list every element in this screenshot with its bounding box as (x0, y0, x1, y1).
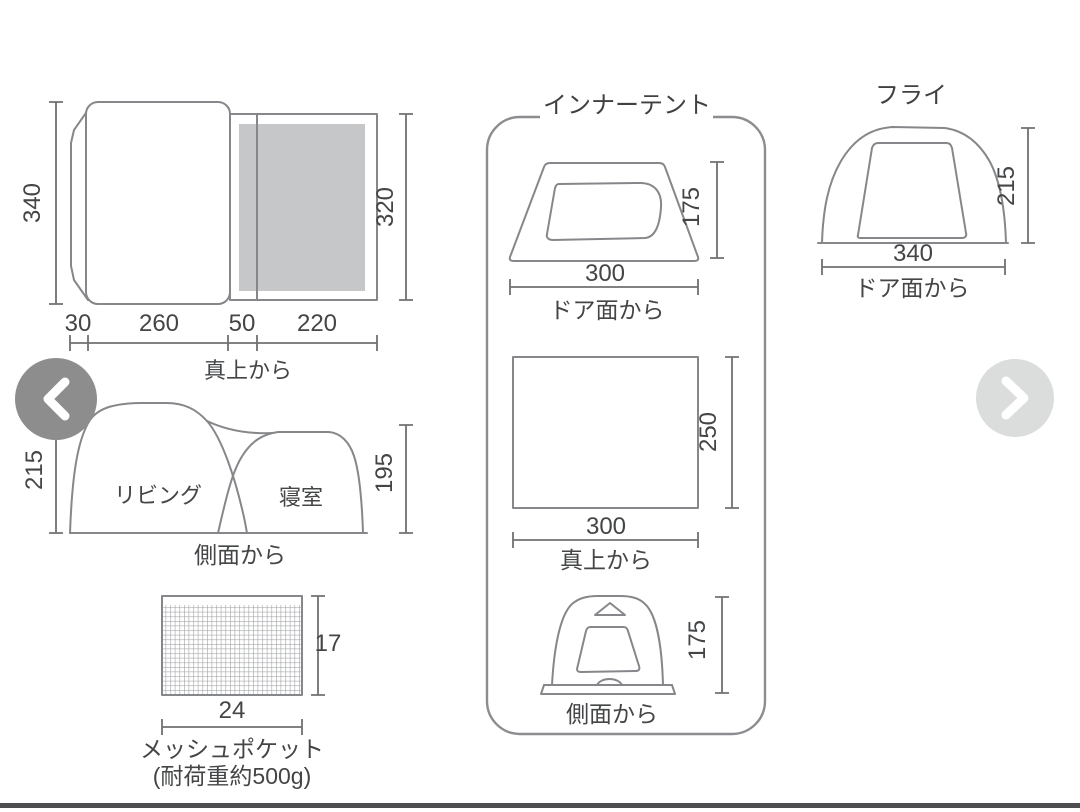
side-bedroom-dome (217, 431, 364, 534)
dim-line-bottom-widths (69, 335, 378, 351)
floorplan-left-flap (70, 109, 89, 301)
dim-label-340: 340 (19, 183, 46, 223)
top-view-label: 真上から (560, 547, 652, 573)
dim-line-250 (725, 356, 739, 509)
tent-side-view: リビング 寝室 215 195 側面から (21, 402, 413, 568)
side-ridge-line (206, 420, 274, 435)
dim-line-195 (399, 424, 413, 534)
fly-title: フライ (875, 82, 947, 109)
floorplan-living-area (85, 101, 231, 305)
floorplan-bedroom-fill (239, 124, 365, 291)
prev-image-button[interactable] (15, 358, 97, 440)
dim-label-320: 320 (372, 187, 399, 227)
floorplan-view-label: 真上から (204, 358, 292, 383)
dim-line-320 (399, 113, 413, 301)
dim-label-door-300: 300 (585, 260, 625, 287)
fly-view-label: ドア面から (855, 275, 970, 301)
fly-dome (821, 126, 1007, 244)
door-view-outline (508, 162, 700, 262)
top-view-outline (512, 356, 699, 509)
dim-label-195: 195 (371, 453, 398, 493)
mesh-pocket-grid (163, 605, 301, 694)
fly-door (856, 142, 968, 239)
dim-label-50: 50 (229, 310, 256, 337)
chevron-right-icon (1001, 376, 1029, 420)
carousel-nav (15, 358, 1054, 440)
dim-label-side-175: 175 (684, 620, 711, 660)
inner-tent-top-view: 250 300 真上から (512, 356, 739, 573)
dim-label-30: 30 (65, 310, 92, 337)
dim-line-fly-215 (1021, 127, 1035, 244)
dim-line-24 (161, 719, 303, 735)
dim-label-215: 215 (21, 450, 48, 490)
dim-line-side-175 (715, 596, 729, 694)
dim-label-top-300: 300 (586, 513, 626, 540)
chevron-left-icon (43, 377, 70, 421)
next-button-circle[interactable] (976, 359, 1054, 437)
dim-label-fly-215: 215 (993, 166, 1020, 206)
dim-label-250: 250 (695, 412, 722, 452)
dim-label-17: 17 (315, 630, 342, 657)
dim-label-door-175: 175 (678, 187, 705, 227)
floorplan-top-view: 340 320 30 260 50 220 真上から (19, 101, 413, 383)
inner-tent-title: インナーテント (543, 92, 711, 119)
side-view-label: 側面から (194, 542, 286, 568)
dim-line-17 (311, 595, 325, 696)
bottom-separator-bar (0, 803, 1080, 808)
dim-line-door-175 (710, 161, 724, 259)
inner-side-view-label: 側面から (566, 701, 658, 727)
door-view-door (545, 182, 663, 241)
inner-tent-title-gap (540, 93, 713, 123)
dim-line-fly-340 (821, 259, 1006, 275)
inner-tent-side-view: 175 側面から (540, 595, 729, 727)
room-label-bedroom: 寝室 (279, 485, 323, 510)
inner-tent-door-view: 175 300 ドア面から (508, 161, 724, 323)
dim-label-260: 260 (139, 310, 179, 337)
dim-line-top-300 (512, 532, 699, 548)
dim-line-door-300 (509, 279, 699, 295)
mesh-pocket-label: メッシュポケット (140, 736, 324, 762)
next-image-button[interactable] (976, 359, 1054, 437)
inner-tent-panel: インナーテント 175 300 ドア面から 250 300 真上から (485, 92, 767, 736)
mesh-pocket-diagram: 17 24 メッシュポケット (耐荷重約500g) (140, 595, 342, 789)
mesh-pocket-capacity-note: (耐荷重約500g) (153, 763, 311, 789)
dim-label-24: 24 (219, 697, 246, 724)
prev-button-circle[interactable] (15, 358, 97, 440)
room-label-living: リビング (114, 483, 202, 508)
fly-diagram: フライ 340 ドア面から 215 (817, 82, 1035, 301)
dim-label-220: 220 (297, 310, 337, 337)
dim-line-340 (49, 101, 63, 305)
side-living-dome (69, 402, 248, 534)
inner-side-window (576, 626, 641, 673)
inner-side-ground-arc (596, 678, 623, 686)
inner-side-dome (551, 595, 664, 686)
inner-side-base (540, 684, 676, 695)
door-view-label: ドア面から (550, 297, 665, 323)
dim-label-fly-340: 340 (893, 240, 933, 267)
inner-side-vent-triangle (594, 602, 626, 616)
